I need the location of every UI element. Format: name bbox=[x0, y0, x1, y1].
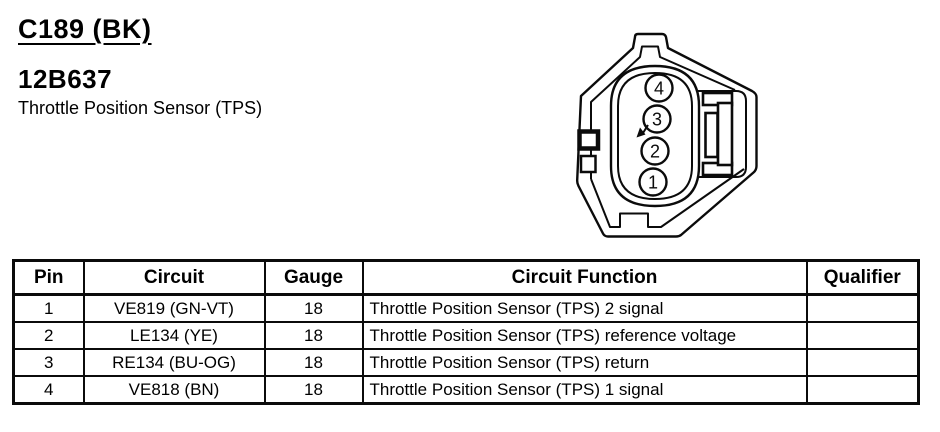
table-header-row: Pin Circuit Gauge Circuit Function Quali… bbox=[12, 259, 920, 296]
pin-cell: 2 bbox=[12, 321, 85, 350]
circuit-cell: LE134 (YE) bbox=[82, 321, 266, 350]
pin-label-3: 3 bbox=[652, 110, 662, 130]
pin-label-2: 2 bbox=[650, 142, 660, 162]
left-tab-upper bbox=[577, 129, 601, 151]
qualifier-cell bbox=[805, 375, 920, 405]
connector-inner-outline-bottom bbox=[590, 168, 745, 228]
connector-inner-outline-top bbox=[590, 45, 736, 179]
pin-circle-3 bbox=[642, 104, 672, 134]
pin-circle-1 bbox=[638, 167, 668, 197]
qualifier-cell bbox=[805, 293, 920, 323]
pinout-table: Pin Circuit Gauge Circuit Function Quali… bbox=[12, 259, 920, 405]
circuit-cell: VE818 (BN) bbox=[82, 375, 266, 405]
qualifier-cell bbox=[805, 321, 920, 350]
table-row: 3 RE134 (BU-OG) 18 Throttle Position Sen… bbox=[12, 348, 920, 377]
part-number: 12B637 bbox=[18, 64, 113, 94]
pin-cell: 3 bbox=[12, 348, 85, 377]
function-cell: Throttle Position Sensor (TPS) return bbox=[361, 348, 808, 377]
qualifier-cell bbox=[805, 348, 920, 377]
latch-center-rib bbox=[704, 111, 719, 159]
connector-id-title: C189 (BK) bbox=[18, 14, 152, 44]
table-row: 1 VE819 (GN-VT) 18 Throttle Position Sen… bbox=[12, 293, 920, 323]
header-circuit: Circuit bbox=[82, 259, 266, 296]
circuit-cell: RE134 (BU-OG) bbox=[82, 348, 266, 377]
connector-outer-outline bbox=[575, 32, 758, 238]
gauge-cell: 18 bbox=[263, 348, 364, 377]
pin-circle-2 bbox=[640, 136, 670, 166]
function-cell: Throttle Position Sensor (TPS) 1 signal bbox=[361, 375, 808, 405]
orientation-arrow-icon bbox=[642, 124, 649, 134]
function-cell: Throttle Position Sensor (TPS) reference… bbox=[361, 321, 808, 350]
header-circuit-function: Circuit Function bbox=[361, 259, 808, 296]
gauge-cell: 18 bbox=[263, 293, 364, 323]
left-tab-lower bbox=[579, 154, 597, 174]
table-row: 2 LE134 (YE) 18 Throttle Position Sensor… bbox=[12, 321, 920, 350]
pin-cell: 1 bbox=[12, 293, 85, 323]
header-pin: Pin bbox=[12, 259, 85, 296]
pin-label-1: 1 bbox=[648, 173, 658, 193]
pin-label-4: 4 bbox=[654, 79, 664, 99]
latch-right-post bbox=[716, 101, 734, 167]
table-row: 4 VE818 (BN) 18 Throttle Position Sensor… bbox=[12, 375, 920, 405]
latch-pocket bbox=[697, 90, 747, 178]
header-gauge: Gauge bbox=[263, 259, 364, 296]
pin-cavity-inner bbox=[617, 72, 693, 200]
header-qualifier: Qualifier bbox=[805, 259, 920, 296]
connector-diagram: 4 3 2 1 bbox=[575, 32, 758, 238]
pin-cell: 4 bbox=[12, 375, 85, 405]
pin-circle-4 bbox=[644, 73, 674, 103]
function-cell: Throttle Position Sensor (TPS) 2 signal bbox=[361, 293, 808, 323]
part-description: Throttle Position Sensor (TPS) bbox=[18, 98, 263, 118]
gauge-cell: 18 bbox=[263, 375, 364, 405]
orientation-arrow-head-icon bbox=[636, 127, 646, 138]
pin-cavity-outer bbox=[609, 64, 701, 208]
gauge-cell: 18 bbox=[263, 321, 364, 350]
circuit-cell: VE819 (GN-VT) bbox=[82, 293, 266, 323]
